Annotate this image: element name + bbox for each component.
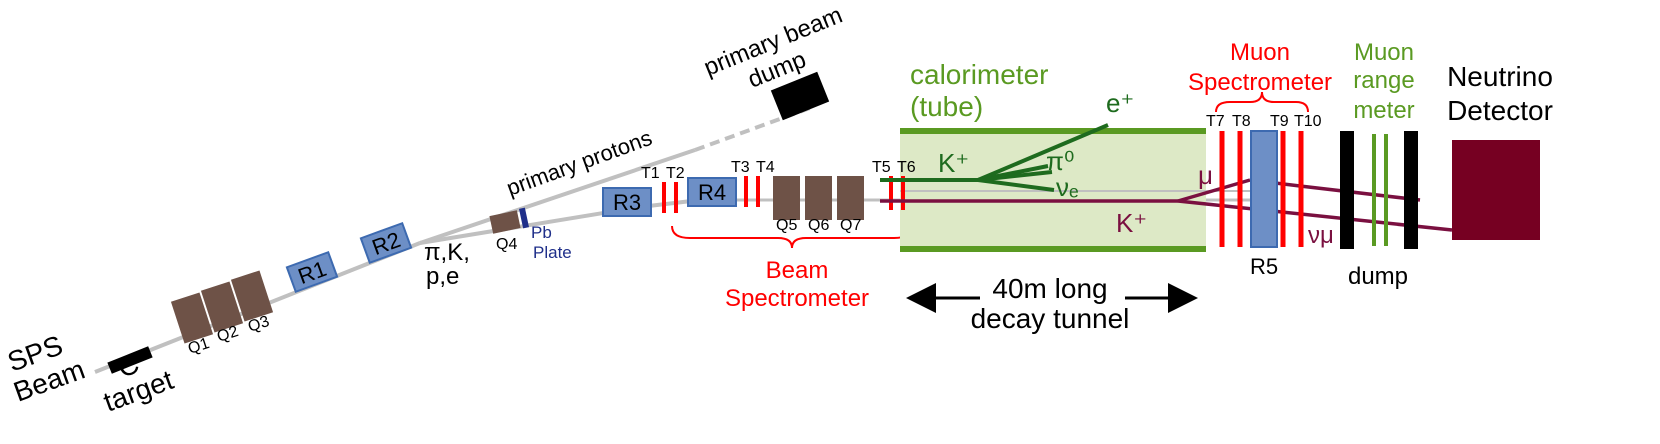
calorimeter-label-1: calorimeter xyxy=(910,59,1048,90)
tunnel-label-1: 40m long xyxy=(992,273,1107,304)
t1-label: T1 xyxy=(641,165,660,182)
t9-label: T9 xyxy=(1270,113,1289,130)
t7-label: T7 xyxy=(1206,113,1225,130)
muon-range-meter-label-1: Muon xyxy=(1354,39,1414,66)
magnet-r4-label: R4 xyxy=(698,180,726,205)
t10-label: T10 xyxy=(1294,113,1322,130)
primary-beam-dump xyxy=(770,71,830,121)
neutrino-detector xyxy=(1452,140,1540,240)
t5-label: T5 xyxy=(872,159,891,176)
tracker-t3-t4 xyxy=(744,176,760,207)
q6-label: Q6 xyxy=(808,217,829,234)
particles-label-2: p,e xyxy=(426,263,459,290)
e-plus-label: e⁺ xyxy=(1106,88,1134,118)
q3-label: Q3 xyxy=(246,313,272,336)
q4-label: Q4 xyxy=(496,236,517,253)
magnet-r3-label: R3 xyxy=(613,190,641,215)
pi0-track-2 xyxy=(977,170,1053,182)
muon-range-meter-label-2: range xyxy=(1353,67,1414,94)
k-plus-top-label: K⁺ xyxy=(938,148,969,178)
quadrupole-q7 xyxy=(837,176,864,220)
calorimeter-label-2: (tube) xyxy=(910,91,983,122)
beam-spectrometer-label-1: Beam xyxy=(766,257,829,284)
t8-label: T8 xyxy=(1232,113,1251,130)
pi0-label: π⁰ xyxy=(1046,146,1074,176)
carbon-target xyxy=(107,346,153,374)
t4-label: T4 xyxy=(756,159,775,176)
k-plus-bottom-label: K⁺ xyxy=(1116,208,1147,238)
dump-label: dump xyxy=(1348,263,1408,290)
magnet-r4: R4 xyxy=(687,177,737,207)
t6-label: T6 xyxy=(897,159,916,176)
q1-label: Q1 xyxy=(186,335,212,358)
magnet-r3: R3 xyxy=(602,187,652,217)
t3-label: T3 xyxy=(731,159,750,176)
e-plus-track xyxy=(977,123,1109,182)
kaon-decay-tracks xyxy=(880,123,1109,192)
q2-label: Q2 xyxy=(215,323,241,346)
particles-label-1: π,K, xyxy=(424,239,470,266)
q7-label: Q7 xyxy=(840,217,861,234)
nu-mu-label: νμ xyxy=(1308,222,1334,249)
quadrupole-q2 xyxy=(200,281,244,333)
nu-e-track xyxy=(977,178,1055,192)
beam-spectrometer-label-2: Spectrometer xyxy=(725,285,869,312)
tracker-t1-t2 xyxy=(662,182,678,213)
range-meter-absorber-2 xyxy=(1404,131,1418,249)
mu-label: μ xyxy=(1198,160,1213,190)
pb-plate-label-2: Plate xyxy=(533,243,572,262)
mu-track-after xyxy=(1299,184,1421,202)
tunnel-label-2: decay tunnel xyxy=(971,303,1130,334)
quadrupole-q1 xyxy=(170,292,214,344)
neutrino-detector-label-1: Neutrino xyxy=(1447,61,1553,92)
muon-spectrometer-label-2: Spectrometer xyxy=(1188,69,1332,96)
pb-plate-label-1: Pb xyxy=(531,223,552,242)
range-meter-absorber-1 xyxy=(1340,131,1354,249)
muon-range-meter-label-3: meter xyxy=(1353,97,1414,124)
pb-plate xyxy=(518,207,530,229)
quadrupole-q6 xyxy=(805,176,832,220)
neutrino-detector-label-2: Detector xyxy=(1447,95,1553,126)
muon-spectrometer-trackers xyxy=(1219,131,1304,247)
primary-proton-line xyxy=(419,148,696,245)
quadrupole-q4 xyxy=(489,210,521,234)
magnet-r1: R1 xyxy=(285,250,339,294)
muon-spectrometer-brace xyxy=(1215,91,1309,113)
muon-spectrometer-label-1: Muon xyxy=(1230,39,1290,66)
q5-label: Q5 xyxy=(776,217,797,234)
magnet-r2: R2 xyxy=(359,221,413,265)
magnet-r5 xyxy=(1250,130,1278,248)
quadrupole-q5 xyxy=(773,176,800,220)
t2-label: T2 xyxy=(666,165,685,182)
nu-e-label: νₑ xyxy=(1056,172,1079,202)
r5-label: R5 xyxy=(1250,254,1278,279)
quadrupole-q3 xyxy=(230,270,274,322)
